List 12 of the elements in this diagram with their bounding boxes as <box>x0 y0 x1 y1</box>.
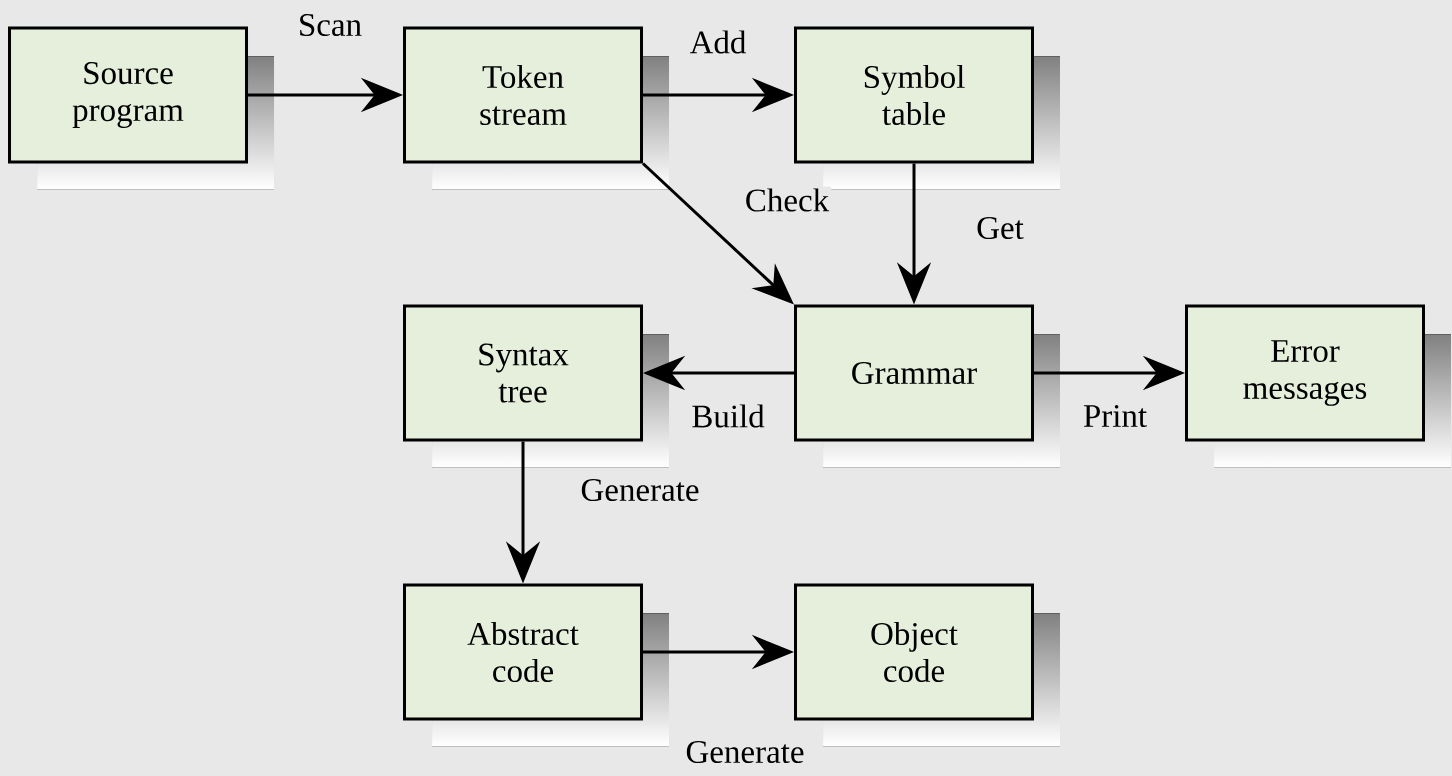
process-box: Source program <box>8 26 274 190</box>
process-box: Token stream <box>403 26 669 190</box>
edge-label: Build <box>689 402 767 430</box>
process-box: Abstract code <box>403 583 669 747</box>
edge-label: Generate <box>578 476 702 504</box>
edge-label: Add <box>687 28 749 56</box>
process-box: Error messages <box>1185 304 1451 468</box>
process-box: Syntax tree <box>403 304 669 468</box>
process-box: Grammar <box>794 304 1060 468</box>
edge-label: Get <box>974 214 1026 242</box>
edge-label: Check <box>742 186 832 214</box>
process-box: Object code <box>794 583 1060 747</box>
